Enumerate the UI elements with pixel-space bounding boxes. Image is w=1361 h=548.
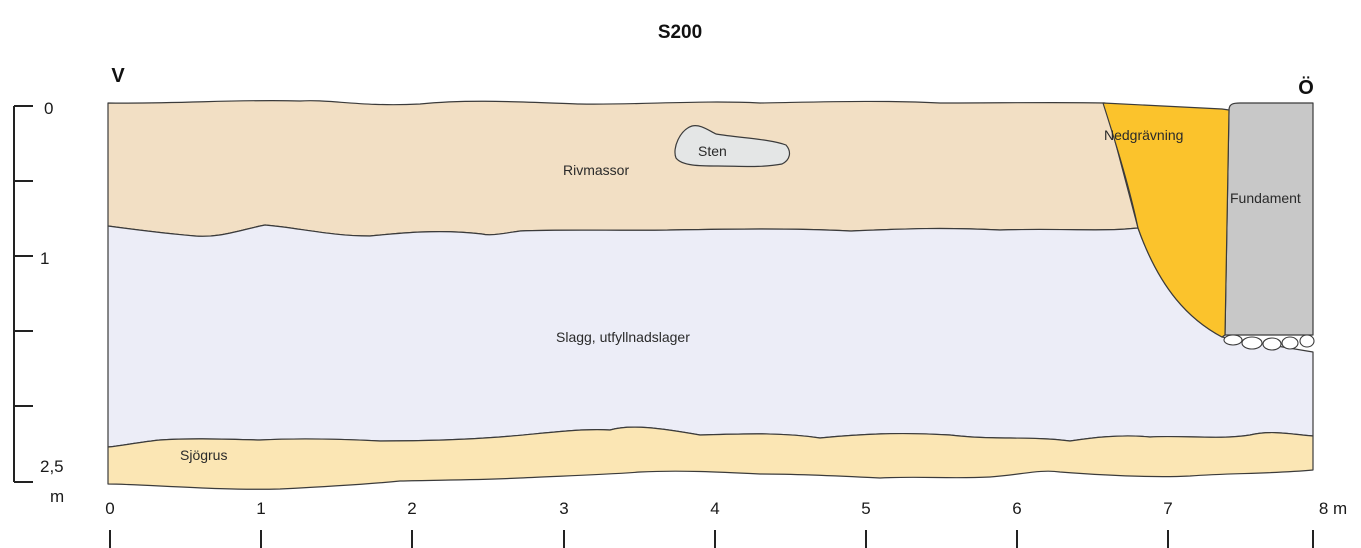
depth-label: 0 [44,99,53,118]
cobble-stone [1299,334,1315,348]
layer-sten [674,125,791,168]
east-marker: Ö [1298,76,1314,99]
x-tick-label: 2 [407,499,416,518]
figure-title: S200 [658,22,702,43]
layer-nedgravning [1102,102,1230,338]
cobble-stone [1241,336,1263,350]
x-tick-label: 6 [1012,499,1021,518]
x-tick-label: 5 [861,499,870,518]
cobble-stone [1262,337,1282,351]
label-sjogrus: Sjögrus [180,447,227,463]
west-marker: V [111,65,125,87]
cobble-stone [1281,336,1299,350]
label-slagg: Slagg, utfyllnadslager [556,329,690,345]
layer-fundament [1224,102,1314,336]
depth-label: 2,5 [40,457,64,476]
cobble-stone [1223,334,1243,346]
label-rivmassor: Rivmassor [563,162,629,178]
cobble-stones [1223,334,1315,351]
depth-axis: 0 1 2,5 m [13,99,64,506]
layer-sjogrus [107,426,1314,490]
x-tick-label: 7 [1163,499,1172,518]
label-sten: Sten [698,143,727,159]
x-tick-label: 4 [710,499,719,518]
x-tick-label: 0 [105,499,114,518]
horizontal-axis: 0 1 2 3 4 5 6 7 8 m [105,499,1347,548]
x-tick-label: 8 m [1319,499,1347,518]
depth-unit: m [50,487,64,506]
depth-label: 1 [40,249,49,268]
layer-slagg [107,224,1314,448]
x-tick-label: 3 [559,499,568,518]
label-fundament: Fundament [1230,190,1301,206]
label-nedgravning: Nedgrävning [1104,127,1183,143]
x-tick-label: 1 [256,499,265,518]
